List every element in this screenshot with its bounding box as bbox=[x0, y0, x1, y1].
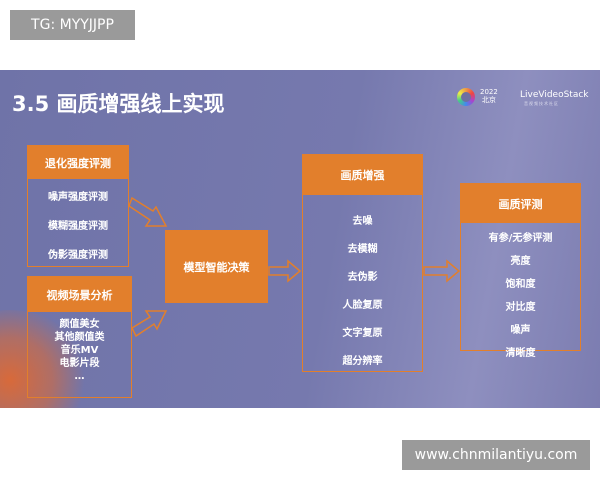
list-item: … bbox=[74, 371, 85, 382]
list-item: 伪影强度评测 bbox=[48, 250, 108, 261]
list-item: 颜值美女 bbox=[59, 319, 100, 330]
list-item: 去噪 bbox=[352, 216, 373, 227]
list-item: 噪声 bbox=[510, 325, 531, 336]
list-item: 音乐MV bbox=[60, 345, 99, 356]
brand-subtitle: 音视频技术社区 bbox=[524, 101, 559, 106]
enhance-header: 画质增强 bbox=[303, 155, 422, 195]
list-item: 模糊强度评测 bbox=[48, 221, 108, 232]
list-item: 去模糊 bbox=[347, 244, 378, 255]
brand-logo: LiveVideoStack bbox=[520, 90, 589, 100]
list-item: 超分辨率 bbox=[342, 356, 383, 367]
list-item: 对比度 bbox=[505, 302, 536, 313]
list-item: 亮度 bbox=[510, 256, 531, 267]
evaluation-box: 画质评测 有参/无参评测 亮度 饱和度 对比度 噪声 清晰度 bbox=[460, 183, 581, 359]
website-watermark: www.chnmilantiyu.com bbox=[402, 440, 590, 470]
list-item: 文字复原 bbox=[342, 328, 383, 339]
event-year: 2022 bbox=[480, 88, 498, 96]
arrows bbox=[128, 196, 461, 338]
list-item: 饱和度 bbox=[505, 279, 536, 290]
list-item: 电影片段 bbox=[59, 358, 100, 369]
list-item: 有参/无参评测 bbox=[488, 233, 553, 244]
arrow-icon bbox=[268, 259, 302, 283]
arrow-icon bbox=[131, 310, 168, 338]
degradation-box: 退化强度评测 噪声强度评测 模糊强度评测 伪影强度评测 bbox=[27, 145, 129, 267]
arrow-icon bbox=[128, 196, 168, 227]
scene-box: 视频场景分析 颜值美女 其他颜值类 音乐MV 电影片段 … bbox=[27, 276, 132, 398]
evaluation-header: 画质评测 bbox=[461, 184, 580, 223]
list-item: 噪声强度评测 bbox=[48, 192, 108, 203]
list-item: 人脸复原 bbox=[342, 300, 383, 311]
list-item: 清晰度 bbox=[505, 348, 536, 359]
watermark-label: TG: MYYJJPP bbox=[10, 10, 135, 40]
enhance-box: 画质增强 去噪 去模糊 去伪影 人脸复原 文字复原 超分辨率 bbox=[302, 154, 423, 372]
list-item: 其他颜值类 bbox=[54, 332, 105, 343]
decision-box: 模型智能决策 bbox=[165, 230, 268, 303]
slide-title: 3.5 画质增强线上实现 bbox=[12, 92, 225, 116]
scene-header: 视频场景分析 bbox=[28, 277, 131, 312]
arrow-icon bbox=[423, 259, 461, 283]
degradation-header: 退化强度评测 bbox=[28, 146, 128, 179]
list-item: 去伪影 bbox=[347, 272, 378, 283]
event-logo-icon bbox=[457, 88, 475, 106]
event-city: 北京 bbox=[481, 96, 496, 104]
